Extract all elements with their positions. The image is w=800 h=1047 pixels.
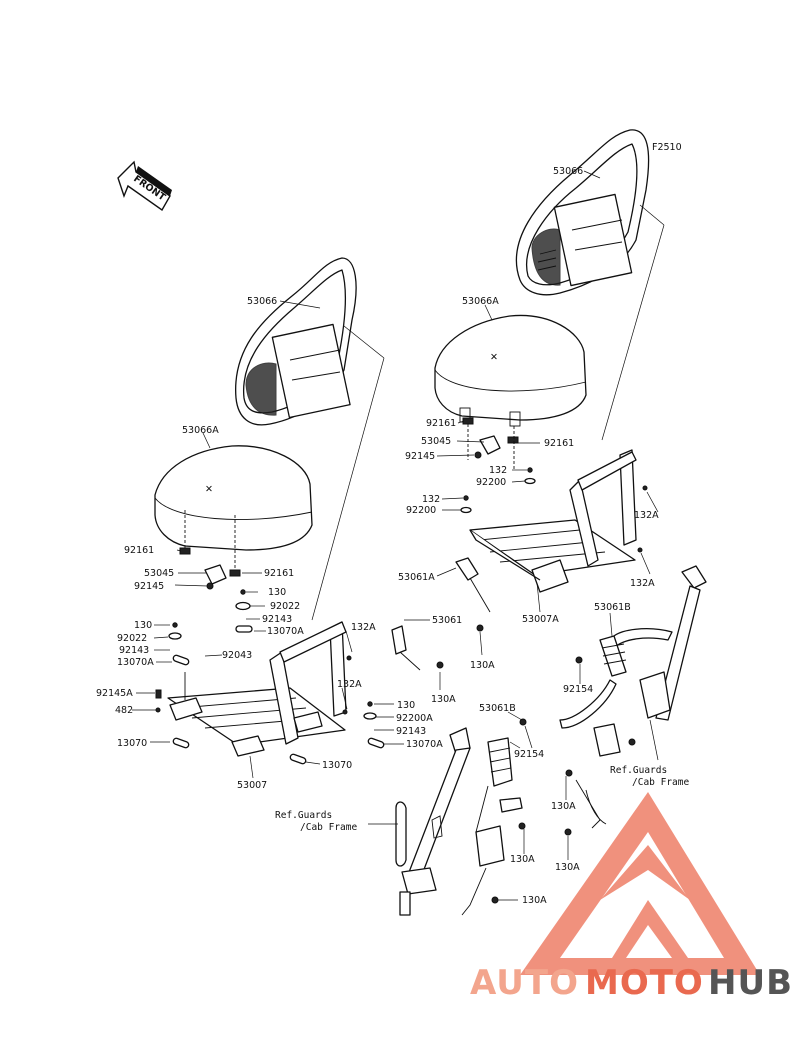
label-130a-r: 130A: [470, 660, 495, 671]
label-482: 482: [115, 705, 133, 716]
left-seat-frame: [167, 621, 347, 757]
label-53061b-r: 53061B: [594, 602, 631, 613]
label-130a-m: 130A: [431, 694, 456, 705]
label-53066-top: 53066: [553, 166, 583, 177]
label-53061a: 53061A: [398, 572, 435, 583]
label-92161-l1: 92161: [124, 545, 154, 556]
label-53061: 53061: [432, 615, 462, 626]
right-seat-frame: [469, 449, 637, 593]
label-132a-r2: 132A: [630, 578, 655, 589]
right-seat-back: [515, 129, 650, 296]
label-92200a: 92200A: [396, 713, 433, 724]
label-92200-r2: 92200: [406, 505, 436, 516]
label-132-r1: 132: [489, 465, 507, 476]
ref-guards-right-2: /Cab Frame: [632, 777, 689, 788]
diagram-code: F2510: [652, 142, 682, 153]
label-13070a-l3: 13070A: [406, 739, 443, 750]
watermark-moto: MOTO: [585, 963, 704, 1003]
label-130a-b1: 130A: [551, 801, 576, 812]
label-53045-l: 53045: [144, 568, 174, 579]
label-53066-left: 53066: [247, 296, 277, 307]
label-92161-r1: 92161: [426, 418, 456, 429]
svg-text:✕: ✕: [205, 484, 213, 495]
left-seat-back: [235, 257, 357, 426]
label-92022-l2: 92022: [117, 633, 147, 644]
label-92145a: 92145A: [96, 688, 133, 699]
label-130a-b4: 130A: [522, 895, 547, 906]
label-53061b-m: 53061B: [479, 703, 516, 714]
label-92161-r2: 92161: [544, 438, 574, 449]
label-130-l1: 130: [268, 587, 286, 598]
label-13070a-l2: 13070A: [117, 657, 154, 668]
label-53007a: 53007A: [522, 614, 559, 625]
label-92143-l1: 92143: [262, 614, 292, 625]
label-92161-l2: 92161: [264, 568, 294, 579]
ref-guards-left-2: /Cab Frame: [300, 822, 357, 833]
label-13070-l2: 13070: [322, 760, 352, 771]
label-13070a-l1: 13070A: [267, 626, 304, 637]
label-130a-b3: 130A: [555, 862, 580, 873]
watermark-hub: HUB: [708, 963, 793, 1003]
label-92145-r: 92145: [405, 451, 435, 462]
ref-guards-left-1: Ref.Guards: [275, 810, 332, 821]
label-92043: 92043: [222, 650, 252, 661]
label-53066a-left: 53066A: [182, 425, 219, 436]
leader-lines: [132, 170, 665, 901]
left-seat-cushion: ✕: [154, 445, 313, 568]
label-130-l2: 130: [134, 620, 152, 631]
ref-guards-right-1: Ref.Guards: [610, 765, 667, 776]
svg-text:✕: ✕: [490, 352, 498, 363]
label-13070-l1: 13070: [117, 738, 147, 749]
part-labels: F2510 53066 53066A 92161 53045 92161 921…: [96, 142, 689, 906]
label-132-r2: 132: [422, 494, 440, 505]
label-92154-r: 92154: [563, 684, 593, 695]
label-92143-l3: 92143: [396, 726, 426, 737]
label-92200-r1: 92200: [476, 477, 506, 488]
label-92154-m: 92154: [514, 749, 544, 760]
watermark-auto: AUTO: [470, 963, 579, 1003]
label-92022-l1: 92022: [270, 601, 300, 612]
watermark-logo: [520, 792, 760, 975]
label-132a-l1: 132A: [351, 622, 376, 633]
label-130a-b2: 130A: [510, 854, 535, 865]
label-92143-l2: 92143: [119, 645, 149, 656]
label-53007: 53007: [237, 780, 267, 791]
label-92145-l: 92145: [134, 581, 164, 592]
right-buckle: [455, 557, 491, 632]
label-130-l3: 130: [397, 700, 415, 711]
watermark-text: AUTO MOTO HUB: [470, 963, 793, 1003]
label-132a-l2: 132A: [337, 679, 362, 690]
left-buckle: [391, 625, 444, 671]
left-seatbelt: [395, 718, 527, 916]
right-seat-cushion: ✕: [434, 314, 587, 427]
right-seatbelt: [559, 565, 707, 836]
label-53045-r: 53045: [421, 436, 451, 447]
label-53066a-top: 53066A: [462, 296, 499, 307]
front-arrow-icon: FRONT: [117, 160, 172, 212]
label-132a-r1: 132A: [634, 510, 659, 521]
